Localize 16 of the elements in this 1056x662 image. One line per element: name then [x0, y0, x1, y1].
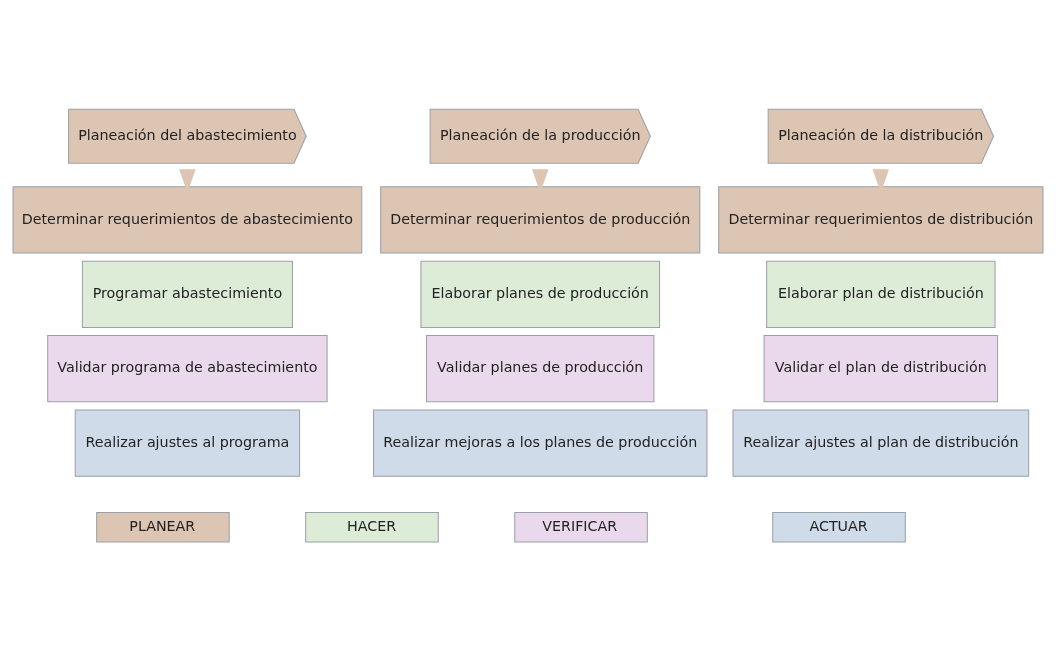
- legend-label: ACTUAR: [809, 517, 868, 534]
- node-box: Determinar requerimientos de producción: [380, 185, 701, 253]
- node-box: Elaborar planes de producción: [420, 260, 661, 328]
- node-box: Realizar ajustes al programa: [74, 409, 301, 477]
- legend-label: VERIFICAR: [542, 517, 618, 534]
- node-box: Realizar mejoras a los planes de producción: [373, 409, 708, 477]
- node-box: Realizar ajustes al plan de distribución: [732, 409, 1030, 477]
- node-box: Determinar requerimientos de abastecimiento: [12, 185, 363, 253]
- node-box: Validar el plan de distribución: [763, 334, 999, 402]
- legend-label: PLANEAR: [129, 517, 196, 534]
- node-box: Elaborar plan de distribución: [766, 260, 996, 328]
- node-box: Determinar requerimientos de distribución: [718, 185, 1044, 253]
- legend-label: HACER: [347, 517, 397, 534]
- node-box: Programar abastecimiento: [81, 260, 293, 328]
- node-box: Validar programa de abastecimiento: [47, 334, 328, 402]
- node-box: Validar planes de producción: [426, 334, 655, 402]
